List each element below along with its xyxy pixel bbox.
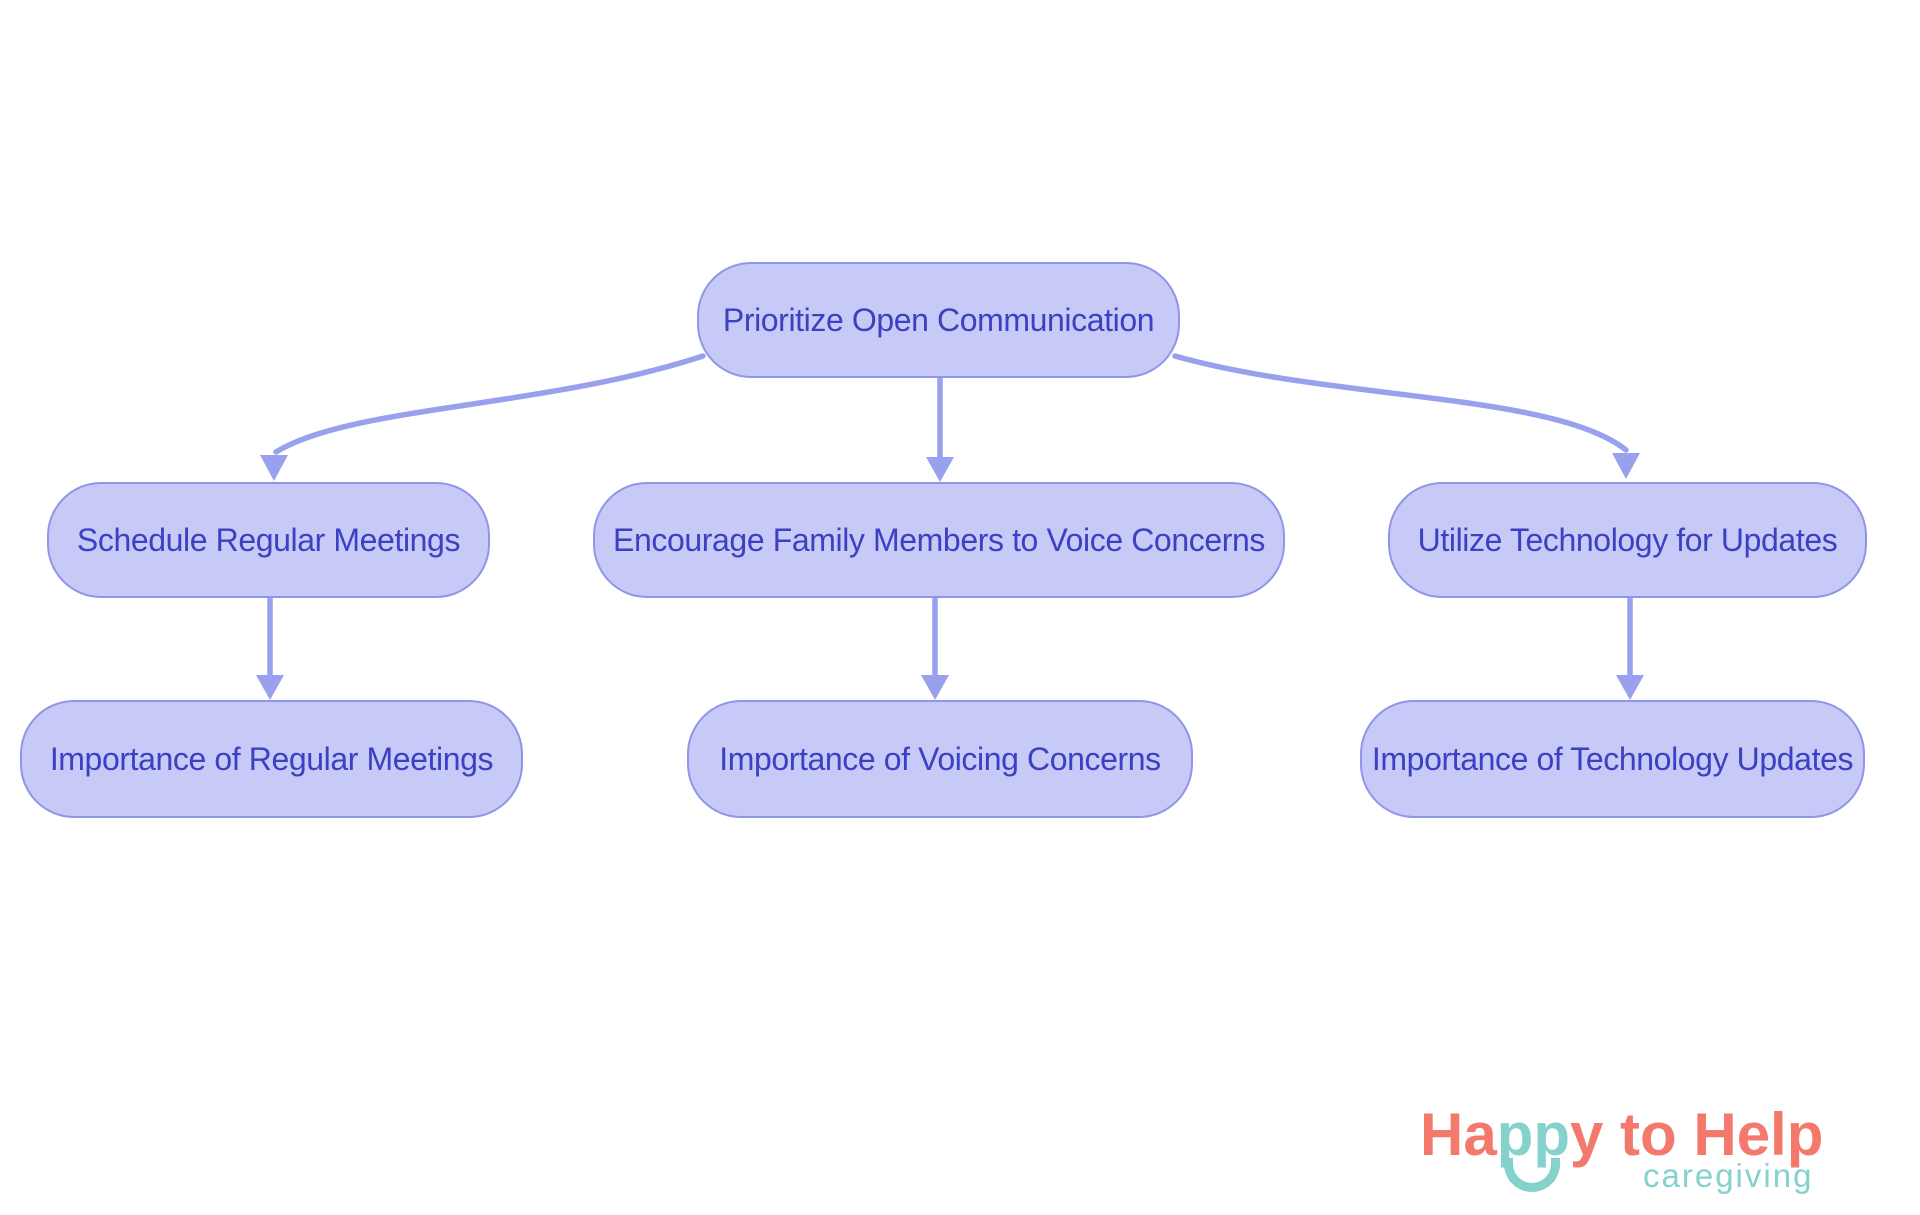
node-label: Utilize Technology for Updates	[1417, 521, 1838, 558]
logo-text-coral: to Help	[1603, 1101, 1824, 1168]
node-label: Schedule Regular Meetings	[76, 521, 461, 558]
node-importance-technology-updates: Importance of Technology Updates	[1360, 700, 1865, 818]
node-label: Encourage Family Members to Voice Concer…	[613, 521, 1265, 558]
node-schedule-regular-meetings: Schedule Regular Meetings	[47, 482, 490, 598]
node-importance-voicing-concerns: Importance of Voicing Concerns	[687, 700, 1193, 818]
logo-text-coral: Ha	[1420, 1101, 1497, 1168]
node-utilize-technology: Utilize Technology for Updates	[1388, 482, 1867, 598]
arrowhead-icon	[1612, 453, 1640, 479]
happy-to-help-logo: Happy to Help caregiving	[1420, 1100, 1890, 1210]
edge-root-to-utilize	[1172, 353, 1629, 453]
smile-icon	[1504, 1158, 1560, 1192]
logo-text-coral: y	[1570, 1101, 1604, 1168]
arrowhead-icon	[260, 455, 288, 481]
logo-text-teal: pp	[1496, 1101, 1571, 1168]
edge-root-to-schedule	[273, 353, 706, 455]
arrowhead-icon	[926, 457, 954, 482]
node-prioritize-open-communication: Prioritize Open Communication	[697, 262, 1180, 378]
arrowhead-icon	[921, 675, 949, 700]
node-label: Importance of Regular Meetings	[49, 740, 494, 777]
logo-wordmark: Happy to Help	[1420, 1100, 1890, 1169]
arrowhead-icon	[256, 675, 284, 700]
node-label: Importance of Voicing Concerns	[719, 740, 1161, 777]
node-importance-regular-meetings: Importance of Regular Meetings	[20, 700, 523, 818]
arrowhead-icon	[1616, 675, 1644, 700]
logo-tagline: caregiving	[1643, 1157, 1814, 1194]
node-label: Importance of Technology Updates	[1371, 740, 1854, 777]
node-encourage-family-members: Encourage Family Members to Voice Concer…	[593, 482, 1285, 598]
node-label: Prioritize Open Communication	[722, 301, 1155, 338]
